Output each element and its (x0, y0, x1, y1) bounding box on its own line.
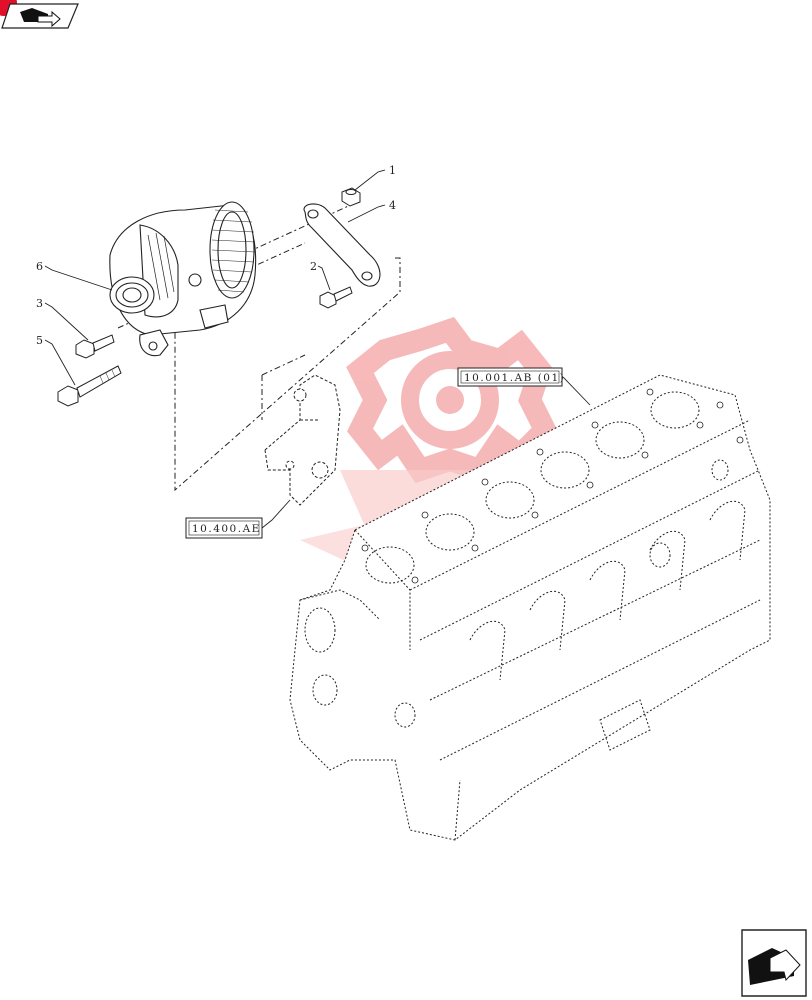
part-2-bolt (319, 286, 353, 309)
ref-bracket: 10.400.AE (192, 523, 261, 535)
ref-bracket-box[interactable]: 10.400.AE (185, 517, 263, 539)
callout-1: 1 (389, 164, 397, 177)
part-4-strap (303, 203, 381, 287)
mounting-bracket (264, 374, 341, 506)
part-1-nut (341, 187, 361, 207)
callout-2: 2 (310, 260, 318, 273)
book-arrow-icon[interactable] (1, 3, 79, 29)
callout-6: 6 (36, 260, 44, 273)
leader-lines (44, 169, 591, 529)
callout-4: 4 (389, 199, 397, 212)
ref-engine-block: 10.001.AB (01) (464, 372, 565, 384)
engine-block (289, 374, 771, 841)
callout-5: 5 (36, 334, 44, 347)
next-page-arrow-icon[interactable] (741, 929, 807, 997)
part-3-bolt (75, 334, 115, 359)
callout-3: 3 (36, 297, 44, 310)
alternator (109, 201, 257, 357)
part-5-bolt (57, 365, 122, 407)
ref-engine-block-box[interactable]: 10.001.AB (01) (457, 367, 565, 387)
